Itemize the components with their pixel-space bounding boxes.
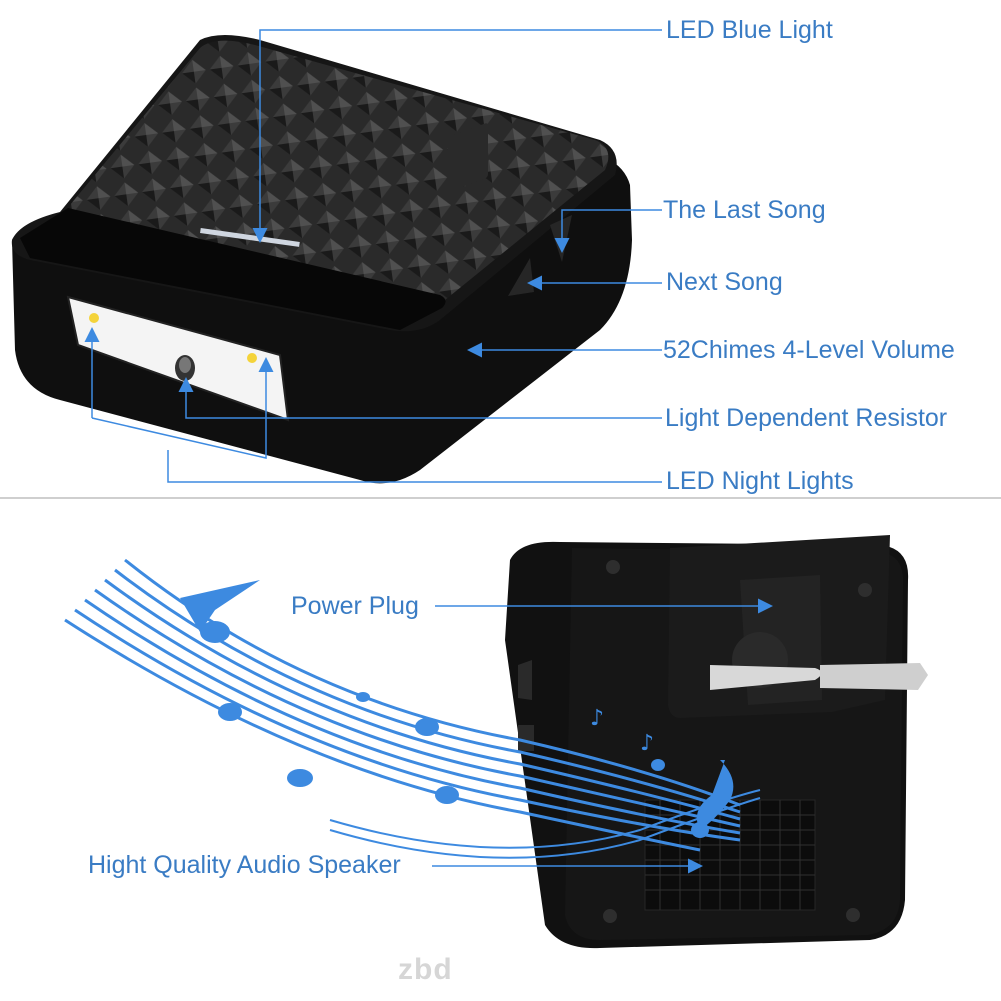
svg-text:♪: ♪ — [590, 706, 604, 731]
callout-power-plug: Power Plug — [291, 592, 419, 620]
music-notes: ♪ ♪ — [180, 580, 734, 838]
callout-light-dependent-resistor: Light Dependent Resistor — [665, 404, 948, 432]
section-divider — [0, 497, 1001, 499]
callout-next-song: Next Song — [666, 268, 783, 296]
watermark: zbd — [398, 953, 453, 986]
callout-audio-speaker: Hight Quality Audio Speaker — [88, 851, 401, 879]
chime-device-top — [11, 35, 632, 484]
svg-text:♪: ♪ — [640, 731, 654, 756]
leader-lines-top — [84, 29, 662, 483]
leader-lines-bottom — [432, 598, 773, 874]
callout-led-blue-light: LED Blue Light — [666, 16, 833, 44]
callout-last-song: The Last Song — [663, 196, 826, 224]
chime-device-bottom — [505, 535, 928, 949]
callout-volume: 52Chimes 4-Level Volume — [663, 336, 955, 364]
callout-led-night-lights: LED Night Lights — [666, 467, 854, 495]
